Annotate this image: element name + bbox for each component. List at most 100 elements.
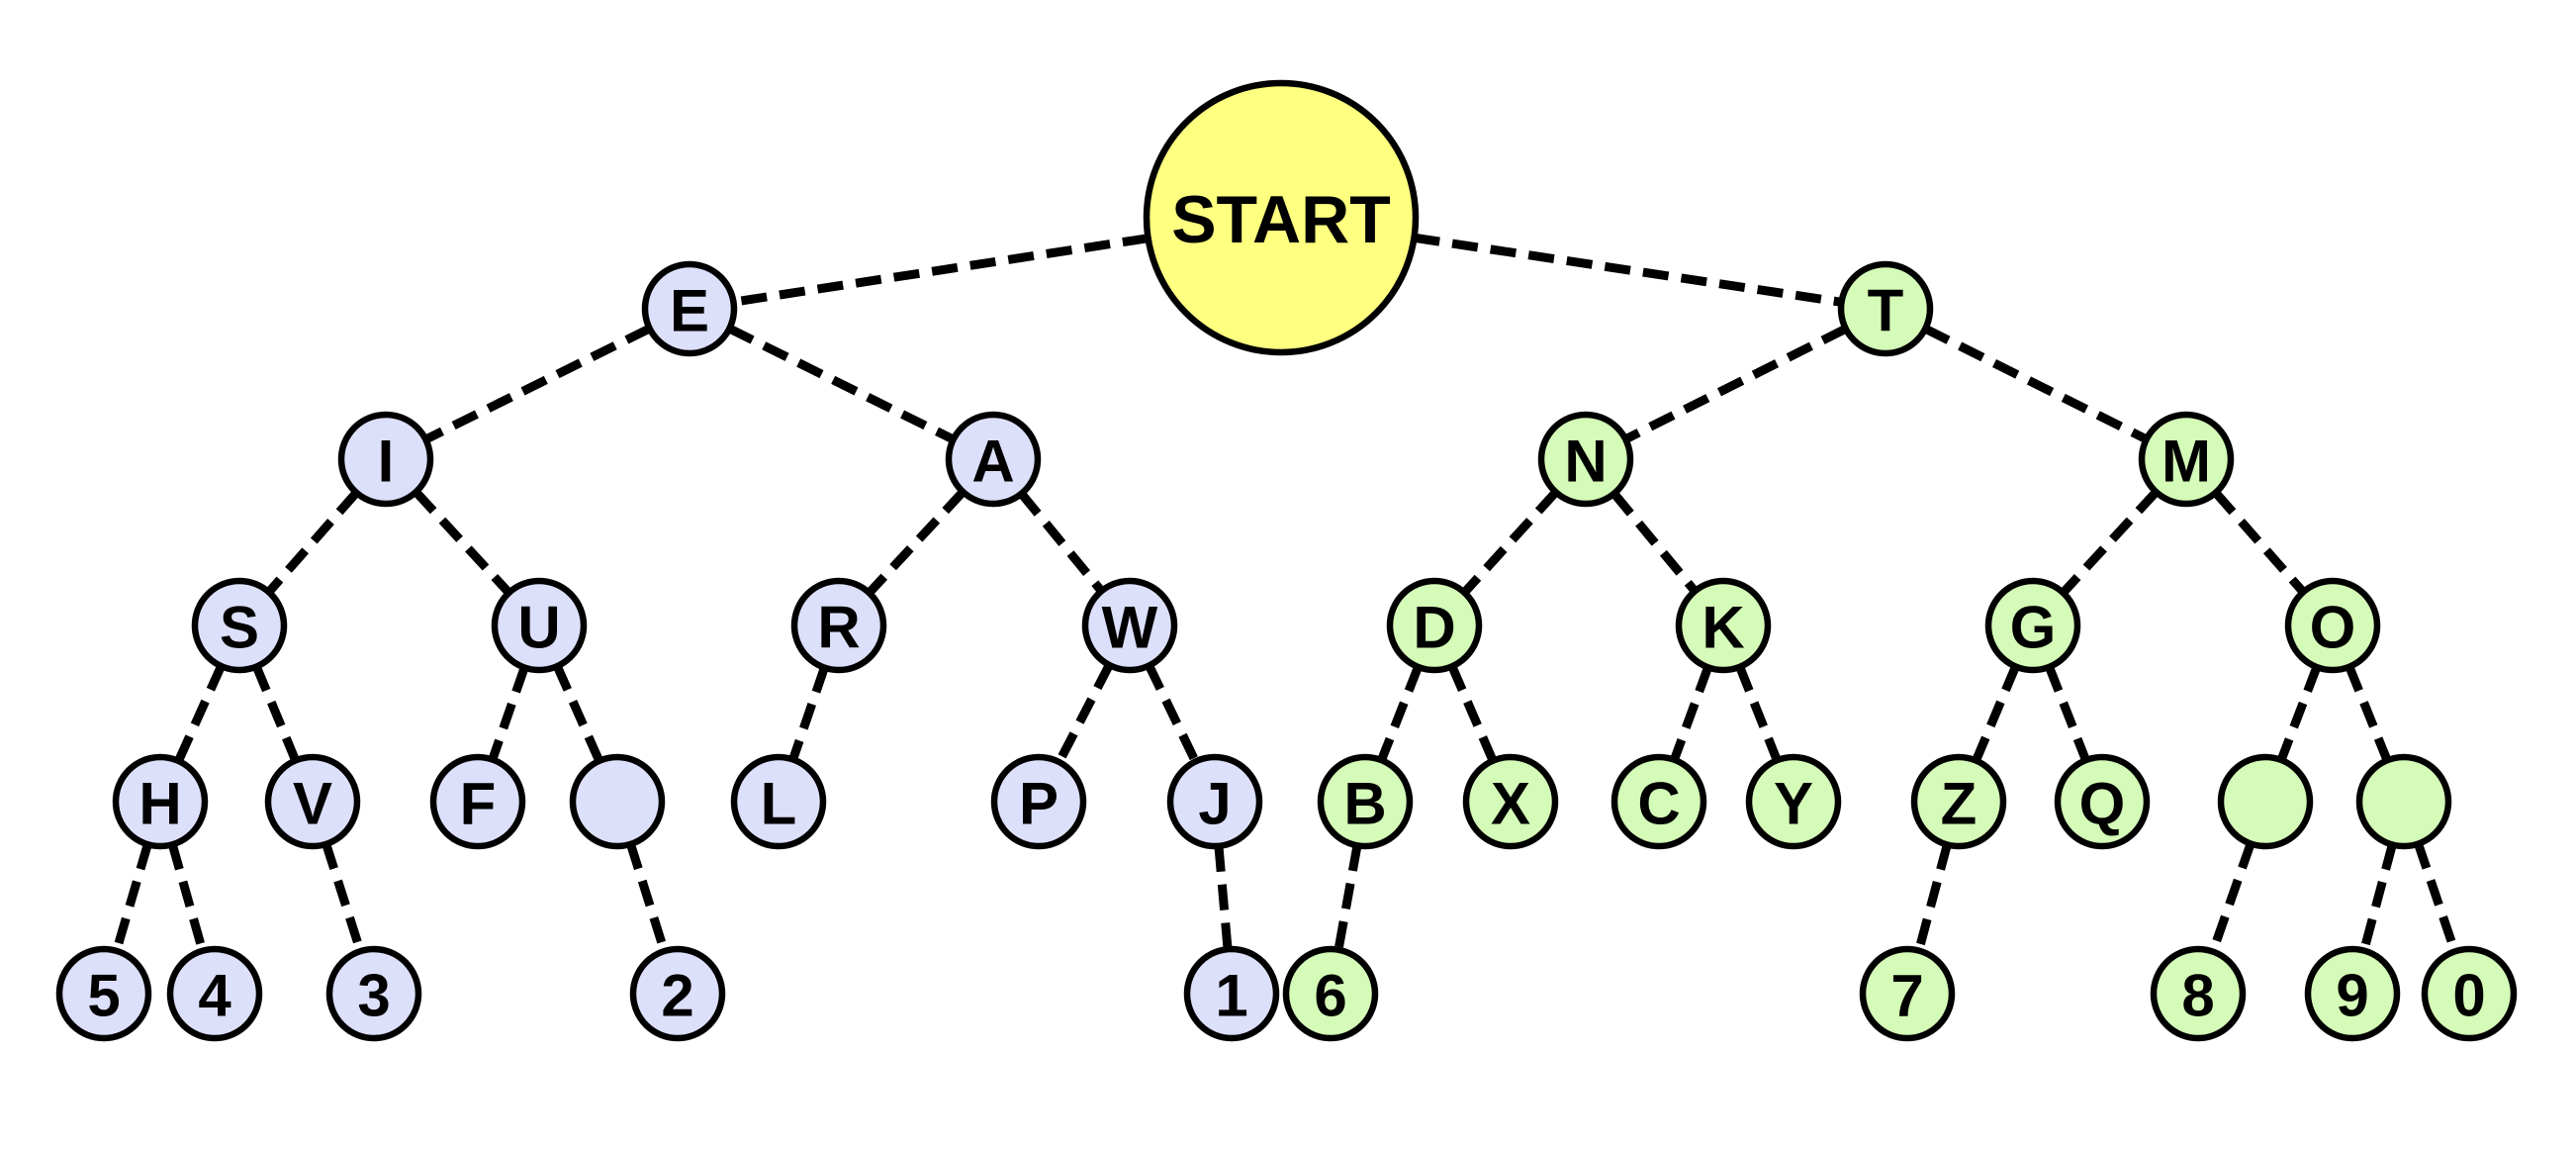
- node-label-Y: Y: [1774, 771, 1813, 837]
- edge-K-Y: [1735, 665, 1782, 762]
- node-label-Z: Z: [1941, 771, 1978, 837]
- edge-S-V: [252, 664, 300, 763]
- node-E: E: [641, 260, 738, 357]
- node-label-B: B: [1343, 771, 1386, 837]
- node-label-D: D: [1413, 595, 1455, 661]
- node-label-R: R: [817, 595, 860, 661]
- node-S: S: [191, 577, 288, 674]
- node-circle-W: [1081, 577, 1178, 674]
- node-label-n3: 3: [357, 963, 390, 1029]
- node-Q: Q: [2054, 753, 2151, 850]
- node-P: P: [990, 753, 1087, 850]
- node-circle-H: [112, 753, 209, 850]
- node-circle-Z: [1910, 753, 2007, 850]
- edge-N-D: [1460, 489, 1560, 596]
- node-C: C: [1610, 753, 1707, 850]
- edge-G-Q: [2045, 665, 2090, 762]
- node-label-n6: 6: [1314, 963, 1346, 1029]
- edge-G-Z: [1972, 664, 2020, 763]
- edge-H-n4: [167, 843, 208, 952]
- node-circle-M: [2138, 411, 2235, 508]
- node-label-V: V: [293, 771, 332, 837]
- node-D: D: [1386, 577, 1483, 674]
- node-n3: 3: [325, 945, 422, 1042]
- node-circle-D: [1386, 577, 1483, 674]
- node-label-n0: 0: [2452, 963, 2485, 1029]
- node-start: START: [1143, 79, 1420, 356]
- node-label-L: L: [761, 771, 797, 837]
- node-circle-n9: [2304, 945, 2401, 1042]
- node-label-E: E: [670, 278, 709, 344]
- node-Y: Y: [1745, 753, 1842, 850]
- node-label-n5: 5: [87, 963, 120, 1029]
- node-label-W: W: [1102, 595, 1158, 661]
- edges-layer: [112, 233, 2459, 954]
- edge-K-C: [1670, 665, 1712, 762]
- node-label-U: U: [517, 595, 560, 661]
- edge-E-A: [727, 324, 956, 444]
- node-circle-start: [1143, 79, 1420, 356]
- node-T: T: [1837, 260, 1934, 357]
- node-N: N: [1537, 411, 1634, 508]
- node-circle-R: [790, 577, 887, 674]
- node-label-N: N: [1564, 429, 1607, 495]
- edge-blank-o2-n0: [2414, 842, 2459, 953]
- node-label-Q: Q: [2079, 771, 2126, 837]
- node-n1: 1: [1183, 945, 1280, 1042]
- node-circle-V: [264, 753, 361, 850]
- node-circle-n1: [1183, 945, 1280, 1042]
- edge-V-n3: [322, 842, 365, 953]
- node-circle-n2: [629, 945, 726, 1042]
- edge-blank-o1-n8: [2208, 841, 2255, 954]
- edge-U-blank-u: [553, 664, 603, 763]
- edge-E-I: [423, 324, 652, 444]
- edge-I-U: [413, 489, 512, 596]
- node-blank-u: [569, 753, 666, 850]
- node-circle-L: [730, 753, 827, 850]
- node-label-n9: 9: [2336, 963, 2368, 1029]
- node-label-M: M: [2162, 429, 2211, 495]
- node-circle-X: [1462, 753, 1559, 850]
- edge-W-P: [1055, 662, 1114, 765]
- node-circle-A: [945, 411, 1042, 508]
- node-label-G: G: [2010, 595, 2057, 661]
- node-M: M: [2138, 411, 2235, 508]
- node-U: U: [491, 577, 588, 674]
- node-label-O: O: [2310, 595, 2356, 661]
- node-circle-Q: [2054, 753, 2151, 850]
- node-circle-blank-o2: [2355, 753, 2452, 850]
- node-n5: 5: [55, 945, 152, 1042]
- node-circle-K: [1675, 577, 1772, 674]
- node-label-n4: 4: [198, 963, 231, 1029]
- edge-B-n6: [1334, 844, 1362, 951]
- node-label-P: P: [1019, 771, 1058, 837]
- node-Z: Z: [1910, 753, 2007, 850]
- edge-M-O: [2212, 489, 2307, 596]
- node-circle-P: [990, 753, 1087, 850]
- edge-J-n1: [1214, 845, 1233, 950]
- node-circle-n0: [2421, 945, 2518, 1042]
- edge-U-F: [488, 666, 529, 761]
- edge-R-L: [788, 666, 829, 761]
- node-X: X: [1462, 753, 1559, 850]
- edge-N-K: [1610, 490, 1699, 595]
- node-F: F: [429, 753, 526, 850]
- node-V: V: [264, 753, 361, 850]
- node-circle-F: [429, 753, 526, 850]
- node-circle-blank-u: [569, 753, 666, 850]
- node-B: B: [1317, 753, 1414, 850]
- node-circle-n6: [1282, 945, 1379, 1042]
- node-blank-o1: [2217, 753, 2314, 850]
- node-W: W: [1081, 577, 1178, 674]
- edge-A-W: [1018, 490, 1105, 595]
- node-circle-n3: [325, 945, 422, 1042]
- edge-M-G: [2060, 489, 2160, 596]
- node-n2: 2: [629, 945, 726, 1042]
- node-label-A: A: [971, 429, 1014, 495]
- edge-T-M: [1923, 325, 2149, 443]
- node-label-I: I: [378, 429, 395, 495]
- node-O: O: [2284, 577, 2381, 674]
- node-label-K: K: [1702, 595, 1744, 661]
